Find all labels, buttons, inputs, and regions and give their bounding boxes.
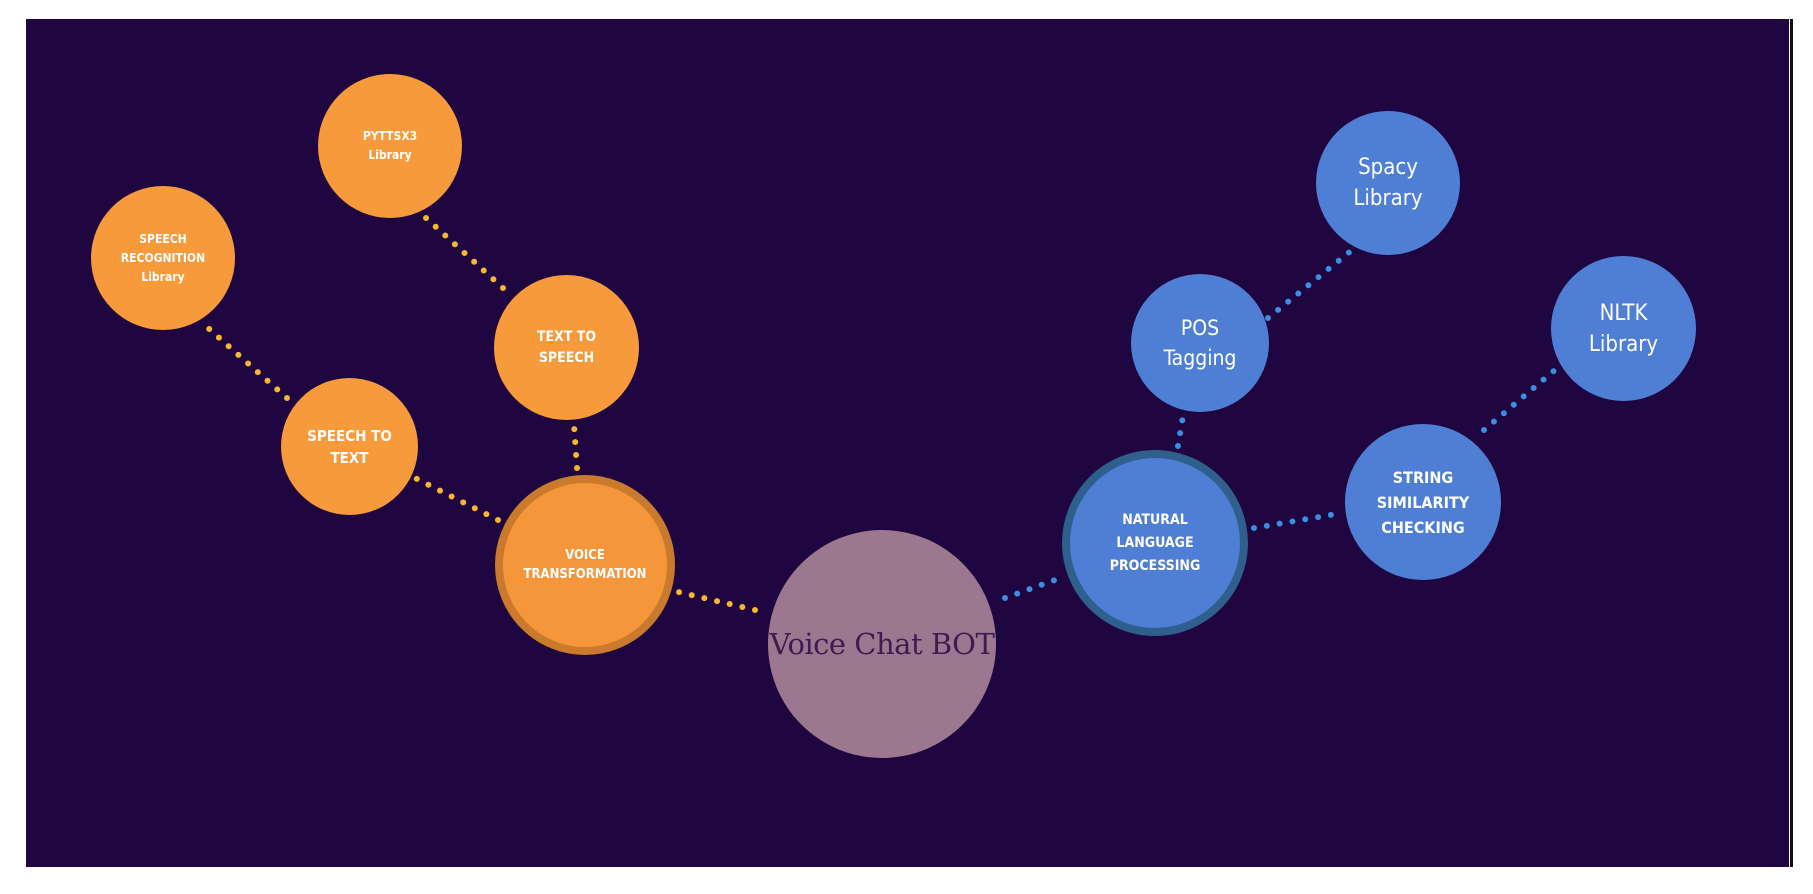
speech-to-text-node: SPEECH TO TEXT <box>281 378 418 515</box>
voice-chat-bot-label: Voice Chat BOT <box>769 627 995 661</box>
voice-transformation-node: VOICE TRANSFORMATION <box>495 475 675 655</box>
voice-chat-bot-node: Voice Chat BOT <box>768 530 996 758</box>
spacy-library-node: Spacy Library <box>1316 111 1460 255</box>
speech-recognition-label: SPEECH RECOGNITION Library <box>120 231 206 284</box>
text-to-speech-node: TEXT TO SPEECH <box>494 275 639 420</box>
speech-to-text-label: SPEECH TO TEXT <box>307 426 392 467</box>
spacy-library-label: Spacy Library <box>1353 155 1423 211</box>
voice-transformation-label: VOICE TRANSFORMATION <box>523 548 647 582</box>
text-to-speech-label: TEXT TO SPEECH <box>536 328 597 366</box>
pos-tagging-node: POS Tagging <box>1131 274 1269 412</box>
pos-tagging-label: POS Tagging <box>1163 316 1237 370</box>
nltk-library-label: NLTK Library <box>1588 300 1659 357</box>
string-similarity-label: STRING SIMILARITY CHECKING <box>1376 467 1470 537</box>
nltk-library-node: NLTK Library <box>1551 256 1696 401</box>
natural-language-processing-label: NATURAL LANGUAGE PROCESSING <box>1109 511 1201 574</box>
pyttsx3-label: PYTTSX3 Library <box>362 129 418 162</box>
pyttsx3-node: PYTTSX3 Library <box>318 74 462 218</box>
string-similarity-node: STRING SIMILARITY CHECKING <box>1345 424 1501 580</box>
natural-language-processing-node: NATURAL LANGUAGE PROCESSING <box>1062 450 1248 636</box>
speech-recognition-node: SPEECH RECOGNITION Library <box>91 186 235 330</box>
canvas-right-border <box>1790 19 1793 867</box>
